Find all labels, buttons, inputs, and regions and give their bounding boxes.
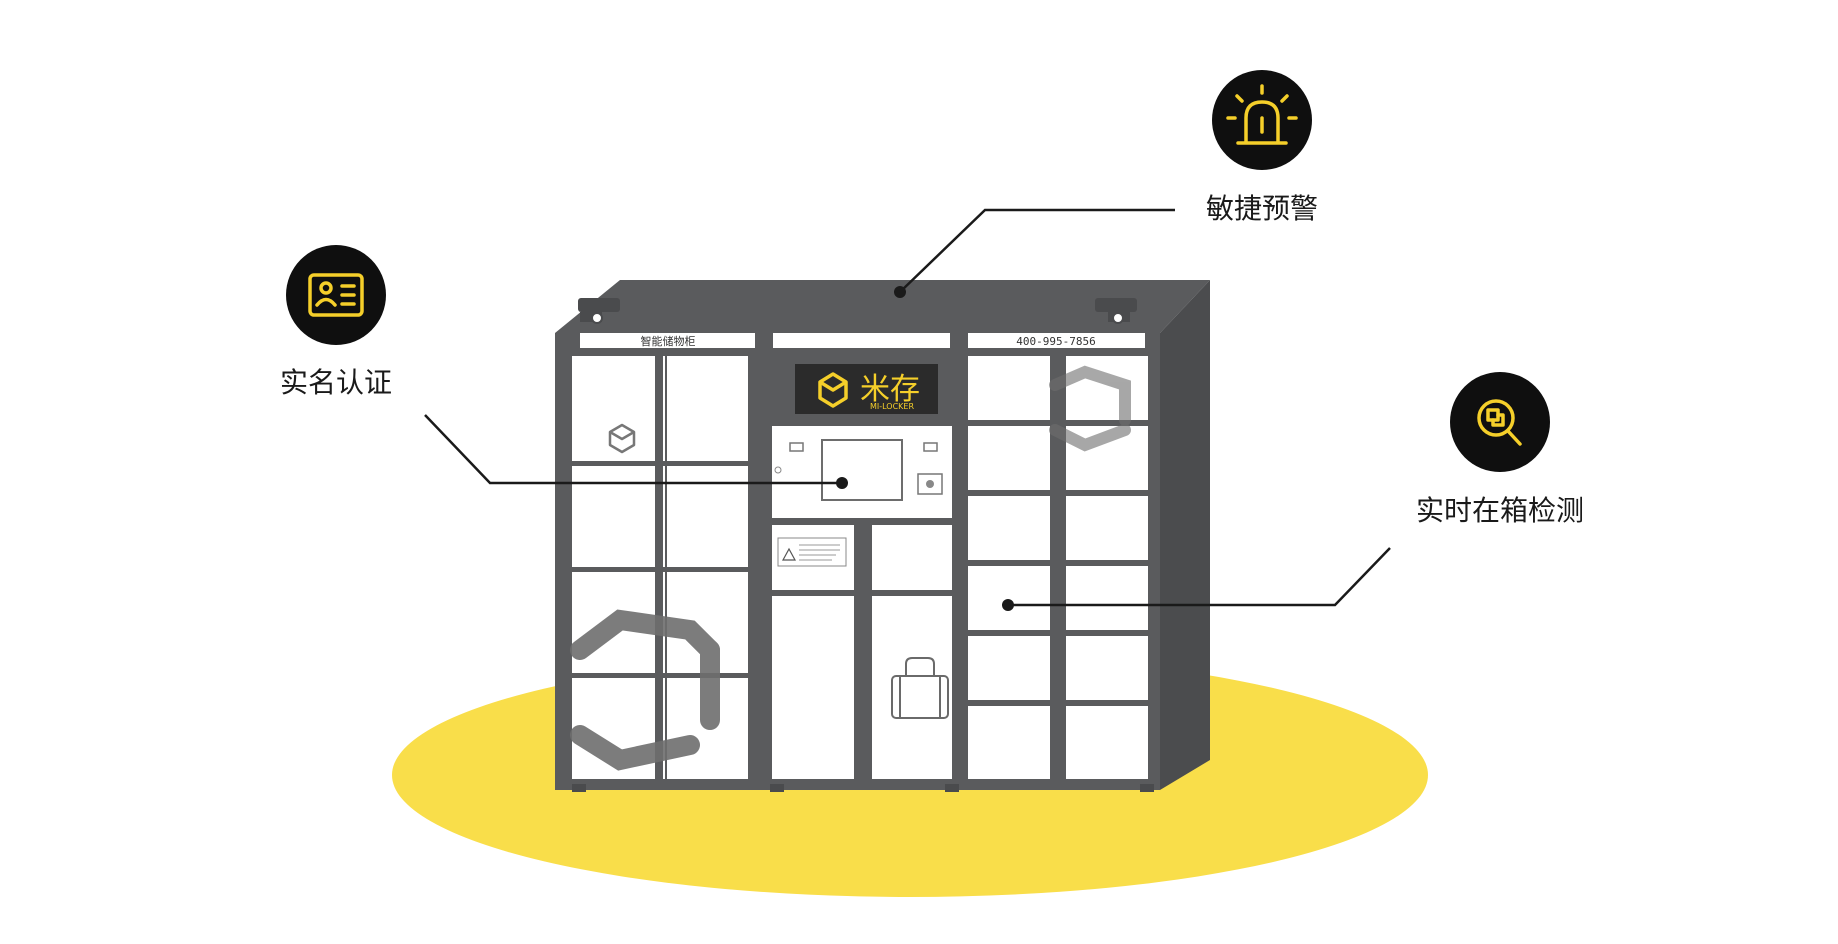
right-locker-doors (968, 356, 1148, 779)
realname-label: 实名认证 (280, 366, 392, 399)
feature-detect: 实时在箱检测 (1002, 372, 1584, 611)
realname-leader-line (424, 414, 842, 485)
alert-leader-line (899, 208, 1175, 293)
feature-alert: 敏捷预警 (894, 70, 1318, 298)
detect-leader-line (1008, 547, 1391, 607)
card-reader-icon (917, 473, 943, 495)
brand-sub: MI-LOCKER (870, 402, 915, 411)
search-box-icon (1477, 399, 1522, 446)
cabinet-feet (572, 784, 1154, 792)
detect-label: 实时在箱检测 (1416, 494, 1584, 527)
cabinet-side-panel (1160, 280, 1210, 790)
door-logo-right (1049, 365, 1131, 452)
warning-sticker (777, 537, 847, 567)
alarm-siren-icon (1226, 84, 1298, 145)
bag-icon (891, 657, 949, 719)
door-small-logo-icon (608, 423, 636, 454)
detect-anchor-dot (1002, 599, 1014, 611)
camera-right-icon (1095, 298, 1137, 324)
locker-cabinet: 智能储物柜 400-995-7856 米存 MI-LOCKER (555, 280, 1210, 792)
camera-left-icon (578, 298, 620, 324)
brand-name: 米存 (860, 372, 920, 407)
alert-label: 敏捷预警 (1206, 192, 1318, 225)
left-sign-text: 智能储物柜 (641, 334, 696, 348)
left-sign-strip (580, 333, 755, 348)
door-logo-left (570, 609, 720, 771)
brand-logo-icon (818, 372, 848, 408)
cabinet-roof (555, 280, 1210, 333)
realname-anchor-dot (836, 477, 848, 489)
center-sign-strip (773, 333, 950, 348)
center-locker-doors (772, 525, 952, 779)
feature-realname: 实名认证 (280, 245, 848, 489)
alert-anchor-dot (894, 286, 906, 298)
realname-icon-badge (286, 245, 386, 345)
detect-icon-badge (1450, 372, 1550, 472)
right-sign-text: 400-995-7856 (1016, 335, 1095, 348)
touch-screen (821, 439, 903, 501)
right-sign-strip (968, 333, 1145, 348)
id-card-icon (308, 273, 364, 317)
